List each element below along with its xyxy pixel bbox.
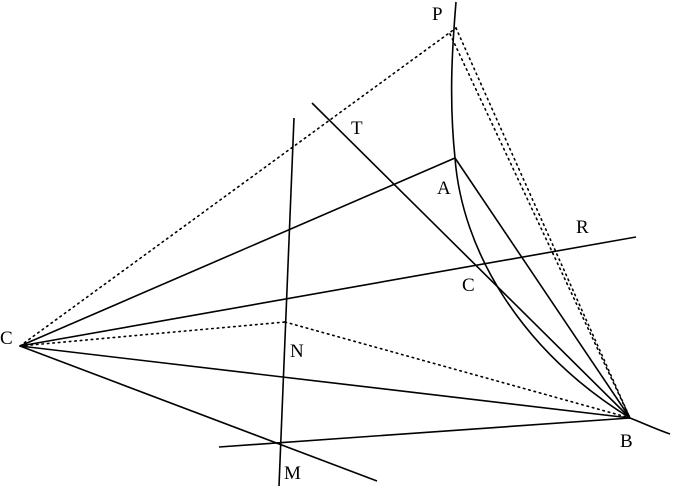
label-t: T — [351, 118, 363, 139]
line-m-b — [218, 417, 631, 448]
dotted-line-n-b — [284, 321, 631, 419]
label-n: N — [290, 341, 304, 362]
curve-a-b — [454, 157, 631, 419]
line-c-a — [19, 157, 456, 347]
line-c-m — [19, 345, 378, 482]
label-r: R — [576, 217, 589, 238]
label-p: P — [432, 4, 443, 25]
label-c-left: C — [0, 328, 13, 349]
line-t-b — [311, 102, 631, 419]
dotted-line-c-n — [19, 321, 286, 347]
line-c-b — [19, 345, 631, 419]
dotted-line-c-p — [19, 27, 457, 347]
line-m-n-vertical — [278, 117, 295, 486]
line-c-r — [19, 236, 637, 347]
label-a: A — [437, 178, 451, 199]
label-m: M — [284, 463, 301, 484]
curve-b-tail — [629, 417, 671, 435]
line-a-b — [454, 157, 631, 419]
dotted-line-p-b-outer — [455, 27, 631, 419]
label-c-mid: C — [462, 275, 475, 296]
dotted-line-p-b-inner — [449, 33, 631, 419]
curve-vertical-p — [450, 1, 457, 159]
label-b: B — [620, 431, 633, 452]
